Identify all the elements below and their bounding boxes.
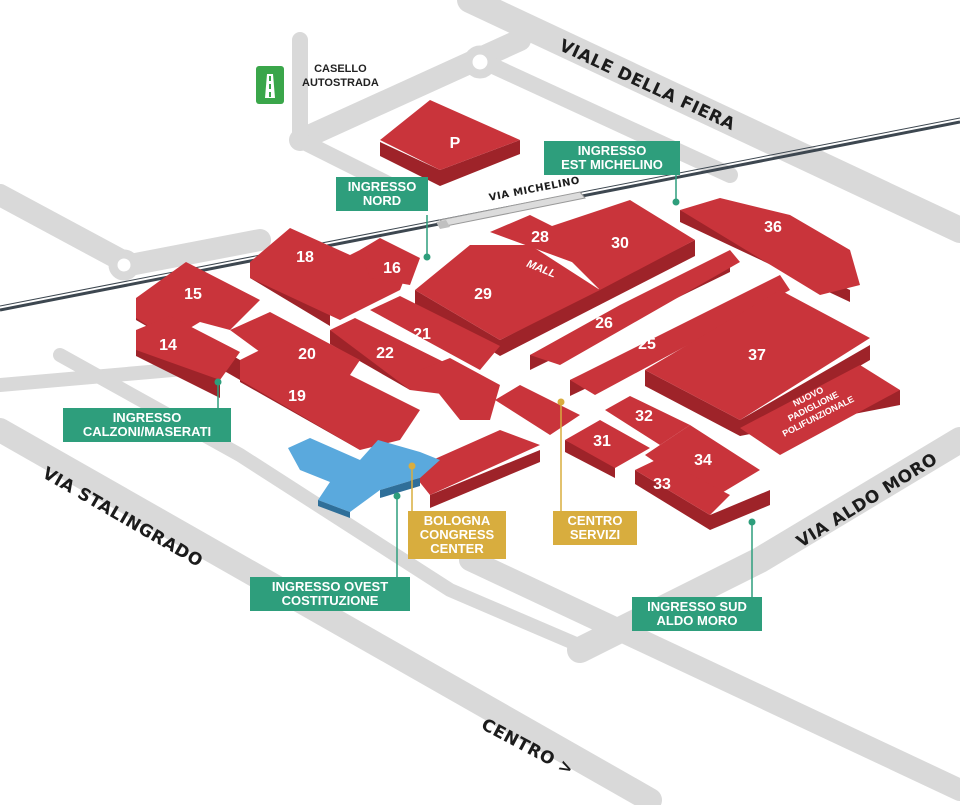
hall-corridor[interactable] [420, 358, 500, 420]
hall-south-strip[interactable] [410, 430, 540, 495]
hall-nuovo[interactable] [740, 365, 900, 455]
entrance-calzoni-maserati[interactable]: INGRESSO CALZONI/MASERATI [63, 408, 231, 442]
hall-label-19: 19 [288, 388, 306, 405]
halls [136, 100, 900, 515]
road-via-stalingrado[interactable] [0, 418, 662, 805]
hall-label-14: 14 [159, 337, 177, 354]
hall-label-37: 37 [748, 347, 766, 364]
congress-center-building[interactable] [288, 438, 440, 518]
hall-29[interactable] [415, 245, 600, 340]
hall-label-31: 31 [593, 433, 611, 450]
hall-centro-servizi[interactable] [495, 385, 580, 435]
entrance-ovest-line2: COSTITUZIONE [281, 593, 379, 608]
hall-37[interactable] [645, 290, 870, 420]
roundabout-north[interactable] [463, 45, 497, 79]
entrance-calzoni-line2: CALZONI/MASERATI [82, 424, 212, 439]
leader-lines [214, 175, 756, 598]
centro-servizi-line2: SERVIZI [569, 527, 621, 542]
entrance-nord-line2: NORD [362, 193, 402, 208]
hall-16[interactable] [360, 238, 420, 285]
road-north-secondary[interactable] [472, 52, 738, 183]
railway-line [0, 117, 960, 312]
hall-label-25: 25 [638, 336, 656, 353]
hall-label-28: 28 [531, 229, 549, 246]
hall-36[interactable] [680, 198, 860, 295]
road-label-via-stalingrado: VIA STALINGRADO [39, 464, 207, 572]
hall-label-22: 22 [376, 345, 394, 362]
entrance-sud-line1: INGRESSO SUD [647, 599, 747, 614]
centro-servizi-line1: CENTRO [567, 513, 623, 528]
hall-14[interactable] [136, 316, 240, 380]
highway-icon [256, 66, 284, 104]
casello-line2: AUTOSTRADA [302, 77, 379, 89]
entrance-est-michelino[interactable]: INGRESSO EST MICHELINO [544, 141, 680, 175]
hall-label-33: 33 [653, 476, 671, 493]
hall-label-20: 20 [298, 346, 316, 363]
hall-30[interactable] [540, 200, 695, 290]
casello-autostrada-label: CASELLO AUTOSTRADA [302, 62, 379, 90]
entrance-ovest-line1: INGRESSO OVEST [271, 579, 389, 594]
hall-label-26: 26 [595, 315, 613, 332]
entrance-sud-aldo-moro[interactable]: INGRESSO SUD ALDO MORO [632, 597, 762, 631]
hall-21[interactable] [370, 296, 500, 370]
road-viale-della-fiera[interactable] [457, 0, 960, 243]
entrance-est-michelino-line1: INGRESSO [577, 143, 647, 158]
hall-26[interactable] [530, 250, 740, 365]
train-icon [436, 191, 586, 229]
hall-label-29: 29 [474, 286, 492, 303]
entrance-ovest-costituzione[interactable]: INGRESSO OVEST COSTITUZIONE [250, 577, 410, 611]
bologna-congress-center-label[interactable]: BOLOGNA CONGRESS CENTER [408, 511, 506, 559]
road-south-lower[interactable] [459, 549, 960, 801]
hall-label-32: 32 [635, 408, 653, 425]
road-label-viale-della-fiera: VIALE DELLA FIERA [556, 36, 739, 135]
hall-label-30: 30 [611, 235, 629, 252]
entrance-est-michelino-line2: EST MICHELINO [561, 157, 663, 172]
hall-32[interactable] [605, 396, 690, 445]
hall-34[interactable] [645, 425, 760, 500]
entrance-sud-line2: ALDO MORO [656, 613, 738, 628]
road-label-via-aldo-moro: VIA ALDO MORO [793, 449, 941, 552]
congress-line3: CENTER [430, 541, 484, 556]
hall-label-p: P [450, 135, 461, 152]
roundabout-west[interactable] [108, 249, 140, 281]
congress-line2: CONGRESS [419, 527, 495, 542]
hall-33[interactable] [635, 458, 730, 515]
entrance-nord[interactable]: INGRESSO NORD [336, 177, 428, 211]
hall-label-16: 16 [383, 260, 401, 277]
hall-31[interactable] [565, 420, 650, 468]
entrance-calzoni-line1: INGRESSO [112, 410, 182, 425]
entrance-nord-line1: INGRESSO [347, 179, 417, 194]
hall-label-18: 18 [296, 249, 314, 266]
centro-servizi-label[interactable]: CENTRO SERVIZI [553, 511, 637, 545]
casello-line1: CASELLO [314, 63, 367, 75]
hall-label-36: 36 [764, 219, 782, 236]
hall-25[interactable] [570, 275, 790, 395]
hall-parking[interactable] [380, 100, 520, 170]
hall-19[interactable] [240, 340, 420, 450]
congress-line1: BOLOGNA [423, 513, 491, 528]
hall-label-15: 15 [184, 286, 202, 303]
hall-label-21: 21 [413, 326, 431, 343]
hall-label-34: 34 [694, 452, 712, 469]
road-inner-loop[interactable] [53, 348, 597, 657]
